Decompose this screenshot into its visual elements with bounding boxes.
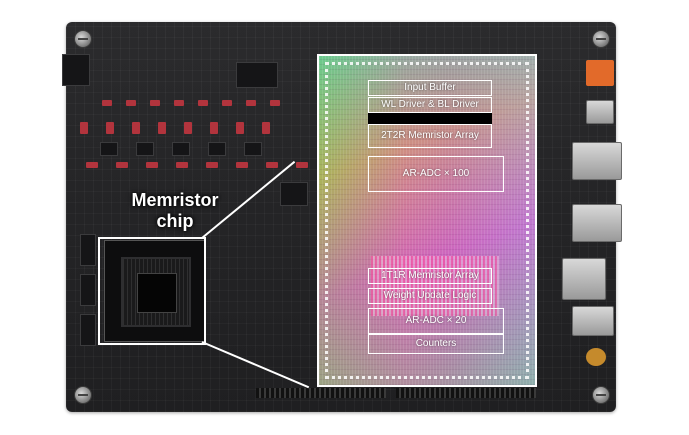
array-2t2r-label: 2T2R Memristor Array xyxy=(381,130,479,141)
ic-component xyxy=(280,182,308,206)
ic-component xyxy=(236,62,278,88)
connector xyxy=(80,314,96,346)
red-component xyxy=(206,162,218,168)
wl-bl-driver-label: WL Driver & BL Driver xyxy=(381,99,479,110)
adc-20-label: AR-ADC × 20 xyxy=(405,315,467,326)
port xyxy=(572,306,614,336)
connector xyxy=(80,234,96,266)
red-component xyxy=(266,162,278,168)
red-component xyxy=(158,122,166,134)
red-component xyxy=(106,122,114,134)
die-texture xyxy=(319,56,535,385)
power-jack xyxy=(62,54,90,86)
red-component xyxy=(150,100,160,106)
red-component xyxy=(126,100,136,106)
red-component xyxy=(270,100,280,106)
round-connector xyxy=(586,348,606,366)
screw-top-left xyxy=(74,30,92,48)
wl-bl-driver-block: WL Driver & BL Driver xyxy=(368,97,492,113)
array-1t1r-label: 1T1R Memristor Array xyxy=(381,270,479,281)
red-component xyxy=(146,162,158,168)
red-component xyxy=(262,122,270,134)
weight-update-block: Weight Update Logic xyxy=(368,288,492,304)
red-component xyxy=(116,162,128,168)
adc-20-block: AR-ADC × 20 xyxy=(368,308,504,334)
adc-100-block: AR-ADC × 100 xyxy=(368,156,504,192)
black-bar xyxy=(368,113,492,124)
usb-port xyxy=(586,100,614,124)
memristor-chip-label: Memristor chip xyxy=(120,190,230,232)
red-component xyxy=(210,122,218,134)
red-component xyxy=(296,162,308,168)
red-component xyxy=(246,100,256,106)
red-component xyxy=(132,122,140,134)
pin-header xyxy=(396,388,536,398)
pad-ring xyxy=(325,62,529,379)
usb-port xyxy=(572,204,622,242)
array-1t1r-block: 1T1R Memristor Array xyxy=(368,268,492,284)
red-component xyxy=(236,162,248,168)
chip-socket xyxy=(121,257,191,327)
red-component xyxy=(80,122,88,134)
chip-die xyxy=(137,273,177,313)
weight-update-label: Weight Update Logic xyxy=(383,290,477,301)
die-stripes xyxy=(371,256,499,316)
red-component xyxy=(236,122,244,134)
input-buffer-block: Input Buffer xyxy=(368,80,492,96)
screw-bottom-left xyxy=(74,386,92,404)
red-component xyxy=(222,100,232,106)
red-component xyxy=(184,122,192,134)
ethernet-port xyxy=(562,258,606,300)
red-component xyxy=(86,162,98,168)
ic-component xyxy=(244,142,262,156)
ic-component xyxy=(136,142,154,156)
array-2t2r-block: 2T2R Memristor Array xyxy=(368,124,492,148)
counters-block: Counters xyxy=(368,334,504,354)
red-component xyxy=(174,100,184,106)
screw-top-right xyxy=(592,30,610,48)
ic-component xyxy=(172,142,190,156)
counters-label: Counters xyxy=(415,338,457,349)
connector xyxy=(80,274,96,306)
screw-bottom-right xyxy=(592,386,610,404)
chip-highlight-box xyxy=(98,237,206,345)
memristor-chip-label-text: Memristor chip xyxy=(131,190,219,231)
ic-component xyxy=(208,142,226,156)
red-component xyxy=(102,100,112,106)
orange-connector xyxy=(586,60,614,86)
red-component xyxy=(198,100,208,106)
pin-header xyxy=(256,388,386,398)
usb-port xyxy=(572,142,622,180)
ic-component xyxy=(100,142,118,156)
input-buffer-label: Input Buffer xyxy=(404,82,456,93)
die-micrograph: Input Buffer WL Driver & BL Driver 2T2R … xyxy=(317,54,537,387)
red-component xyxy=(176,162,188,168)
adc-100-label: AR-ADC × 100 xyxy=(402,168,470,179)
